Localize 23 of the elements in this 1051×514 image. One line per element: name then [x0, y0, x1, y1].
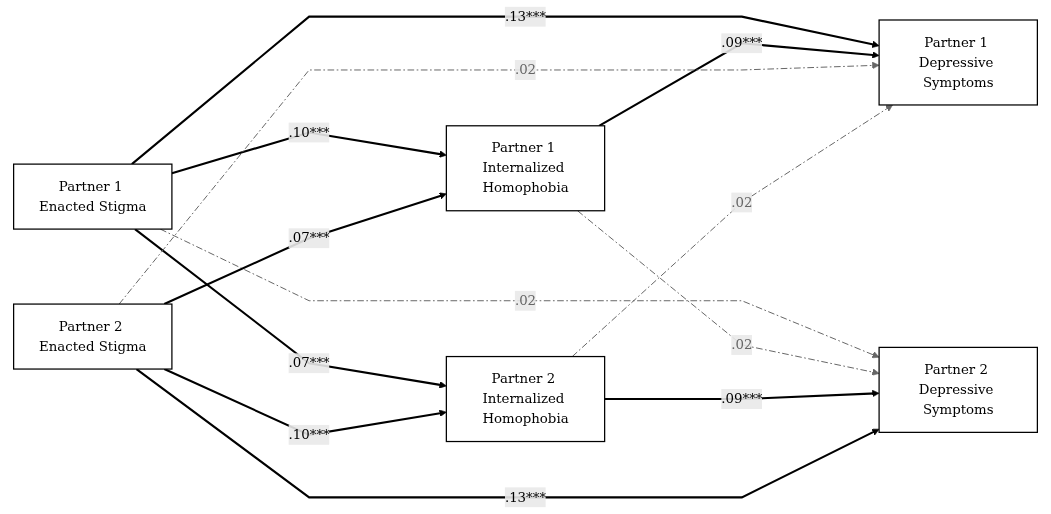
- edge-label: .10***: [288, 426, 330, 443]
- edge-label: .02: [731, 194, 753, 210]
- arrow: [118, 61, 880, 305]
- edge-label: .02: [514, 61, 537, 78]
- edge-label: .09***: [721, 390, 763, 407]
- arrow: [571, 104, 893, 358]
- edge-label: .02: [514, 292, 537, 309]
- edge-label: .07***: [288, 229, 330, 246]
- edge-label: .02: [731, 336, 753, 353]
- arrow: [134, 228, 447, 389]
- edge-label: .13***: [504, 489, 547, 505]
- node-box: Partner 1 Enacted Stigma: [13, 163, 173, 230]
- edge-label: .09***: [721, 34, 763, 51]
- arrow: [577, 210, 880, 376]
- node-box: Partner 2 Enacted Stigma: [13, 303, 173, 370]
- edge-label: .07***: [288, 354, 330, 371]
- node-box: Partner 1 Depressive Symptoms: [878, 19, 1038, 106]
- edge-label: .13***: [504, 8, 547, 25]
- arrow: [163, 192, 447, 305]
- edge-label: .10***: [288, 124, 330, 140]
- node-box: Partner 2 Internalized Homophobia: [445, 355, 606, 443]
- node-box: Partner 2 Depressive Symptoms: [878, 346, 1038, 433]
- node-box: Partner 1 Internalized Homophobia: [445, 125, 606, 212]
